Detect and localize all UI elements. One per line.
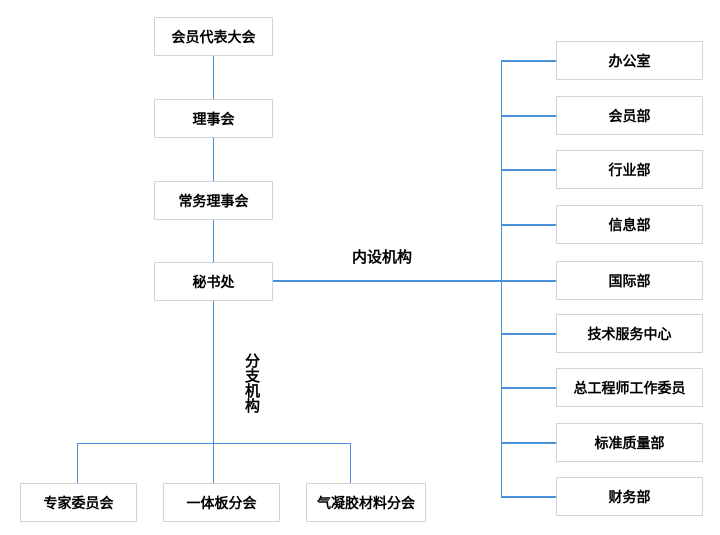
connector-line <box>212 443 214 483</box>
connector-line <box>501 169 556 171</box>
connector-line <box>501 115 556 117</box>
node-technical-service-center: 技术服务中心 <box>556 314 703 353</box>
connector-line <box>212 301 214 443</box>
node-council: 理事会 <box>154 99 273 138</box>
connector-line <box>501 60 556 62</box>
node-expert-committee: 专家委员会 <box>20 483 137 522</box>
connector-line <box>76 443 78 483</box>
connector-line <box>212 220 214 262</box>
node-industry-dept: 行业部 <box>556 150 703 189</box>
connector-line <box>501 387 556 389</box>
connector-line <box>212 138 214 181</box>
connector-line <box>500 60 502 497</box>
node-aerogel-materials-branch: 气凝胶材料分会 <box>306 483 426 522</box>
connector-line <box>349 443 351 483</box>
branch-orgs-label: 分支机构 <box>245 352 261 415</box>
connector-line <box>501 496 556 498</box>
node-information-dept: 信息部 <box>556 205 703 244</box>
node-membership-dept: 会员部 <box>556 96 703 135</box>
connector-line <box>501 442 556 444</box>
connector-line <box>501 333 556 335</box>
node-standing-council: 常务理事会 <box>154 181 273 220</box>
node-international-dept: 国际部 <box>556 261 703 300</box>
connector-line <box>212 56 214 99</box>
connector-line <box>273 280 556 282</box>
node-standards-quality-dept: 标准质量部 <box>556 423 703 462</box>
node-secretariat: 秘书处 <box>154 262 273 301</box>
node-chief-engineer-committee: 总工程师工作委员 <box>556 368 703 407</box>
internal-orgs-label: 内设机构 <box>352 248 413 266</box>
connector-line <box>501 224 556 226</box>
node-finance-dept: 财务部 <box>556 477 703 516</box>
node-integrated-board-branch: 一体板分会 <box>163 483 280 522</box>
node-member-congress: 会员代表大会 <box>154 17 273 56</box>
node-office: 办公室 <box>556 41 703 80</box>
